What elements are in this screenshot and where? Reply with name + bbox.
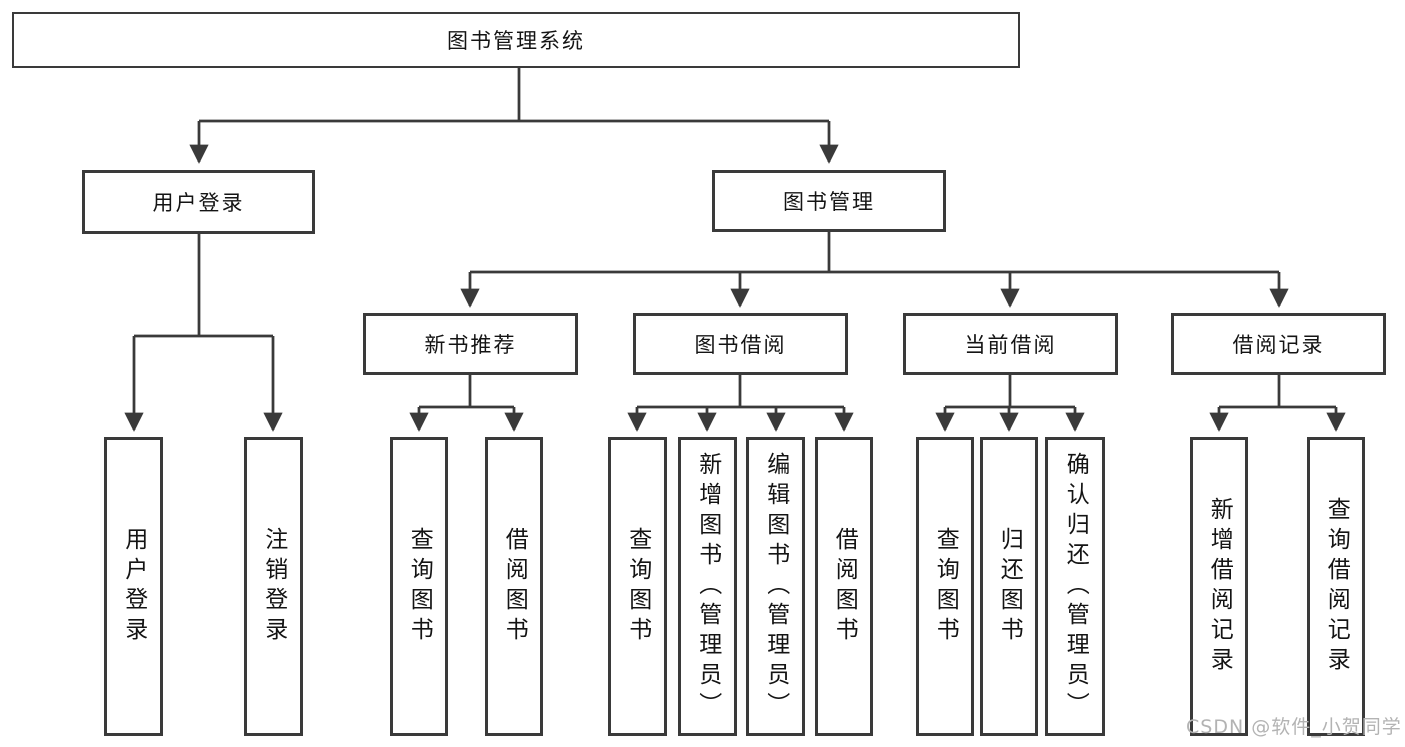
leaf-confirm-return-admin: 确认归还（管理员） [1045, 437, 1105, 736]
leaf-query-books: 查询图书 [608, 437, 667, 736]
node-label: 新增图书（管理员） [694, 451, 721, 722]
node-book-management: 图书管理 [712, 170, 946, 232]
leaf-edit-books-admin: 编辑图书（管理员） [746, 437, 805, 736]
leaf-return-books: 归还图书 [980, 437, 1038, 736]
node-label: 查询图书 [932, 526, 959, 647]
node-label: 注销登录 [260, 526, 287, 647]
leaf-add-books-admin: 新增图书（管理员） [678, 437, 737, 736]
node-label: 确认归还（管理员） [1062, 451, 1089, 722]
csdn-watermark: CSDN @软件_小贺同学 [1186, 716, 1402, 738]
node-borrow-records: 借阅记录 [1171, 313, 1386, 375]
node-label: 编辑图书（管理员） [762, 451, 789, 722]
node-new-book-recommend: 新书推荐 [363, 313, 578, 375]
node-book-borrow: 图书借阅 [633, 313, 848, 375]
node-label: 借阅图书 [501, 526, 528, 647]
node-label: 用户登录 [152, 191, 245, 215]
node-label: 图书管理系统 [447, 29, 585, 53]
node-current-borrow: 当前借阅 [903, 313, 1118, 375]
node-label: 归还图书 [996, 526, 1023, 647]
node-label: 查询借阅记录 [1323, 496, 1350, 677]
node-user-login: 用户登录 [82, 170, 315, 234]
node-library-system: 图书管理系统 [12, 12, 1020, 68]
leaf-logout: 注销登录 [244, 437, 303, 736]
node-label: 图书借阅 [694, 333, 787, 357]
node-label: 当前借阅 [964, 333, 1057, 357]
node-label: 新书推荐 [424, 333, 517, 357]
node-label: 查询图书 [624, 526, 651, 647]
node-label: 借阅图书 [831, 526, 858, 647]
node-label: 借阅记录 [1232, 333, 1325, 357]
leaf-add-borrow-record: 新增借阅记录 [1190, 437, 1248, 736]
leaf-query-books: 查询图书 [390, 437, 448, 736]
leaf-query-borrow-record: 查询借阅记录 [1307, 437, 1365, 736]
node-label: 图书管理 [783, 190, 875, 214]
leaf-user-login: 用户登录 [104, 437, 163, 736]
leaf-borrow-books: 借阅图书 [815, 437, 873, 736]
leaf-borrow-books: 借阅图书 [485, 437, 543, 736]
leaf-query-books: 查询图书 [916, 437, 974, 736]
node-label: 查询图书 [406, 526, 433, 647]
node-label: 新增借阅记录 [1206, 496, 1233, 677]
node-label: 用户登录 [120, 526, 147, 647]
